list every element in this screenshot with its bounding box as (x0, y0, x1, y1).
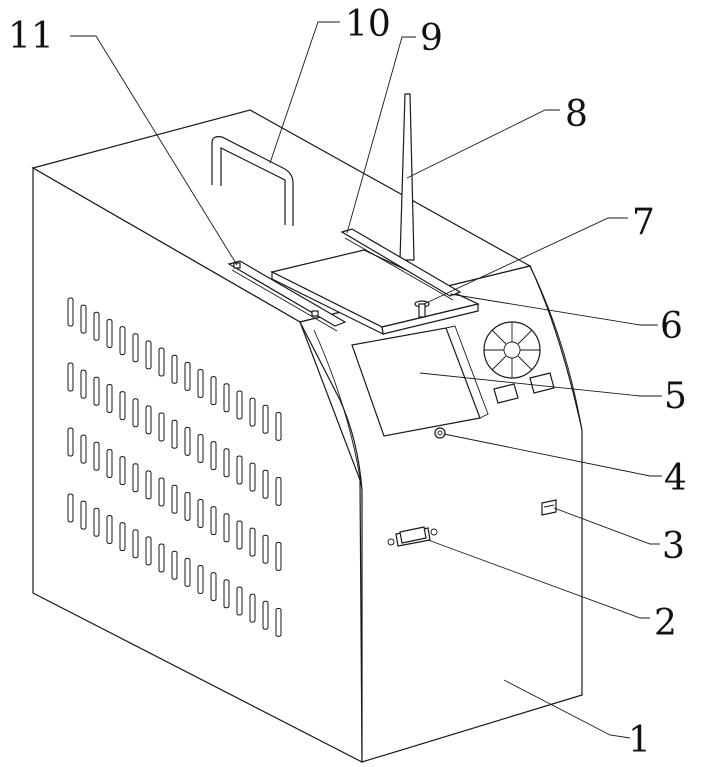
leader-line-8 (407, 110, 560, 178)
label-11: 11 (8, 16, 54, 57)
cabinet-housing (33, 110, 582, 762)
vent-slot (172, 355, 177, 383)
label-1: 1 (628, 720, 651, 761)
vent-slot (250, 398, 255, 426)
label-5: 5 (664, 376, 687, 417)
label-2: 2 (654, 603, 677, 644)
vent-slot (159, 348, 164, 376)
vent-slot (250, 463, 255, 491)
vent-slot (107, 449, 112, 477)
vent-slot (133, 334, 138, 362)
vent-slot (237, 587, 242, 615)
vent-slot (172, 485, 177, 513)
label-3: 3 (662, 526, 685, 567)
vent-slot (185, 558, 190, 586)
usb-port (542, 500, 556, 515)
vent-slot (146, 537, 151, 565)
vent-slot (133, 399, 138, 427)
vent-slot (185, 362, 190, 390)
vent-slot (120, 327, 125, 355)
vent-slot (250, 594, 255, 622)
vent-slot (68, 363, 73, 391)
vent-slot (224, 514, 229, 542)
vent-slot (159, 413, 164, 441)
label-6: 6 (660, 306, 683, 347)
vent-slot (224, 449, 229, 477)
label-9: 9 (420, 18, 443, 59)
vent-slot (276, 477, 281, 505)
vent-slot (237, 391, 242, 419)
vent-slot (81, 501, 86, 529)
vent-slot (159, 544, 164, 572)
vent-slot (198, 566, 203, 594)
vent-slot (198, 370, 203, 398)
label-7: 7 (632, 202, 655, 243)
vent-slot (68, 494, 73, 522)
vent-slot (211, 377, 216, 405)
vent-slot (146, 406, 151, 434)
vent-slot (172, 551, 177, 579)
vent-slot (81, 305, 86, 333)
vent-slot (185, 427, 190, 455)
vent-slot (107, 384, 112, 412)
vent-slot (120, 457, 125, 485)
cooling-fan (484, 322, 540, 378)
vent-slot (133, 530, 138, 558)
vent-slot (224, 580, 229, 608)
vent-slot (94, 508, 99, 536)
vent-slot (237, 456, 242, 484)
vent-slot (237, 521, 242, 549)
vent-slot (198, 500, 203, 528)
vent-slot (263, 405, 268, 433)
vent-slot (94, 442, 99, 470)
vent-slot (94, 312, 99, 340)
vent-slot (211, 442, 216, 470)
vent-slot (120, 523, 125, 551)
vent-slot (81, 370, 86, 398)
vent-slot (107, 319, 112, 347)
vent-slot (133, 464, 138, 492)
vent-slot (68, 428, 73, 456)
antenna (400, 94, 414, 260)
vent-slot (159, 478, 164, 506)
vent-slot (198, 435, 203, 463)
vent-slot (172, 420, 177, 448)
vent-slot (276, 542, 281, 570)
vent-slot (146, 471, 151, 499)
vent-slot (68, 298, 73, 326)
vent-slot (276, 608, 281, 636)
vent-slot (120, 392, 125, 420)
vent-slot (263, 470, 268, 498)
vent-slot (250, 528, 255, 556)
vent-slot (263, 601, 268, 629)
indicator-light (435, 428, 445, 438)
vent-slot (81, 435, 86, 463)
label-10: 10 (345, 4, 391, 45)
vent-slot (94, 377, 99, 405)
vent-slot (107, 515, 112, 543)
vent-slot (211, 507, 216, 535)
vent-slot (263, 535, 268, 563)
vent-slot (146, 341, 151, 369)
vent-slot (185, 492, 190, 520)
label-8: 8 (565, 94, 588, 135)
label-4: 4 (664, 458, 687, 499)
vent-slot (276, 412, 281, 440)
vent-slot (211, 573, 216, 601)
vent-slot (224, 384, 229, 412)
